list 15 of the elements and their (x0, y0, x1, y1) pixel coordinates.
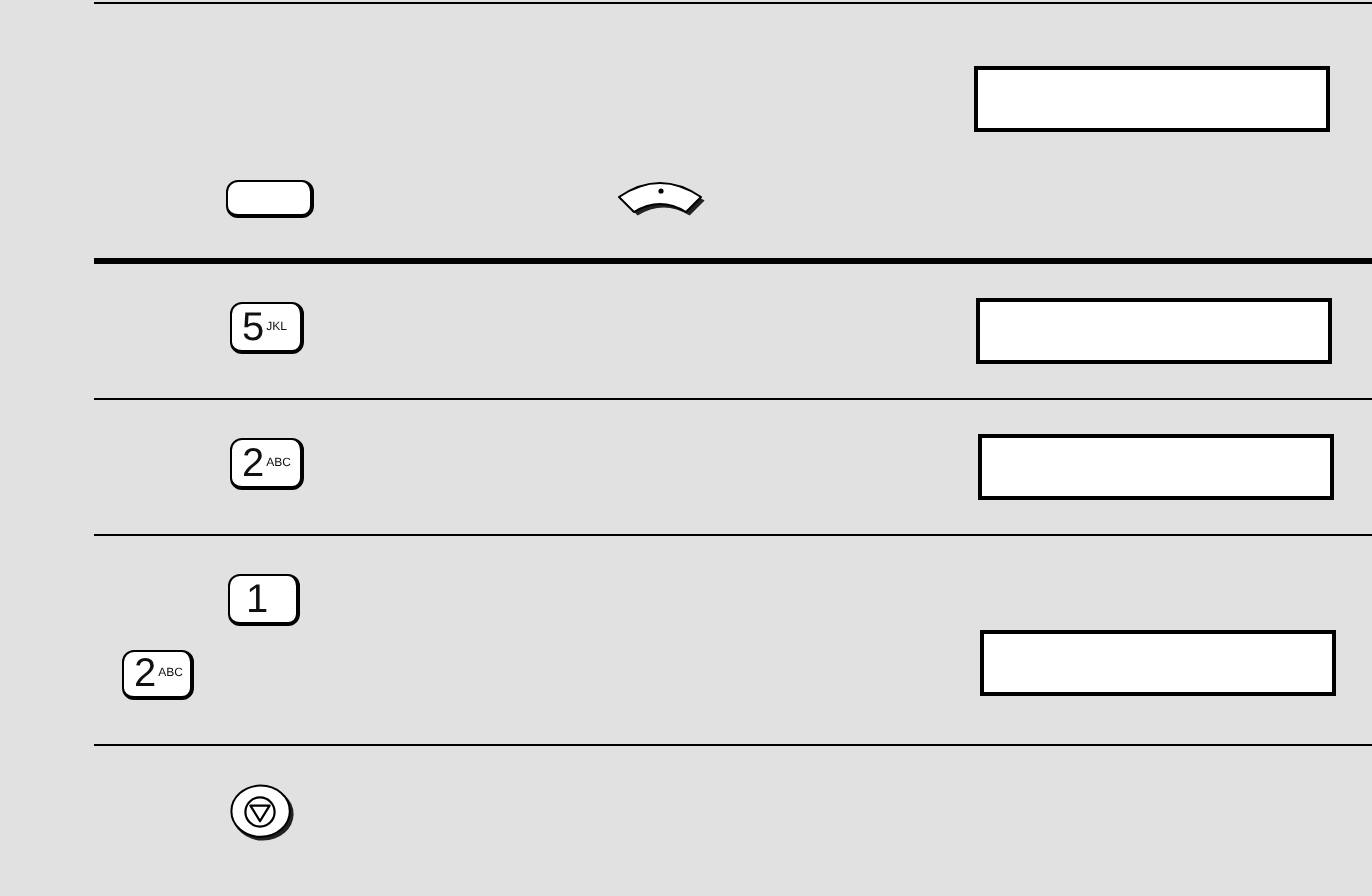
key-digit: 2 (134, 654, 157, 694)
lcd-display (980, 630, 1336, 696)
arc-key (616, 180, 708, 218)
stop-key (230, 784, 296, 842)
key-digit: 1 (246, 579, 269, 619)
lcd-display (976, 298, 1332, 364)
key-digit: 2 (242, 443, 265, 483)
lcd-display (974, 66, 1330, 132)
keypad-key (230, 302, 304, 354)
keypad-key (122, 650, 194, 700)
blank-key (226, 180, 314, 218)
key-digit: 5 (242, 307, 265, 347)
lcd-display (978, 434, 1334, 500)
keypad-key (228, 574, 300, 626)
keypad-key (230, 438, 304, 490)
